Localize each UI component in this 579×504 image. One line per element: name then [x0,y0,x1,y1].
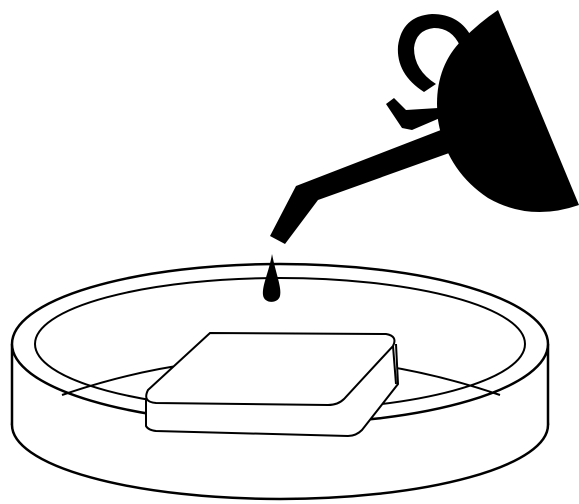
watering-can-icon [270,10,579,244]
can-spout [270,128,452,244]
can-trigger [386,98,440,130]
